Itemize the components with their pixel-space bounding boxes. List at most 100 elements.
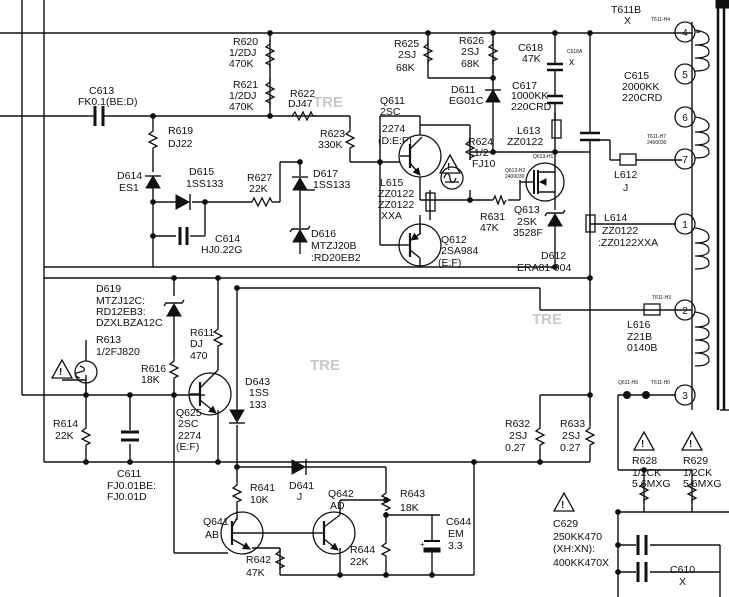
label-components-c618a-0: C618A bbox=[567, 49, 583, 55]
label-components-r626-2: 68K bbox=[461, 58, 480, 70]
label-components-r629-0: R629 bbox=[683, 455, 708, 467]
transistor-Q612 bbox=[398, 223, 442, 267]
resistor-R628 bbox=[638, 480, 650, 503]
label-components-r620-0: R620 bbox=[233, 36, 258, 48]
label-components-r623-1: 330K bbox=[318, 139, 343, 151]
svg-text:!: ! bbox=[447, 162, 450, 173]
diode-D619 bbox=[163, 299, 185, 317]
label-components-q611-2: 2274 bbox=[382, 123, 406, 135]
inductors bbox=[425, 119, 661, 316]
label-components-c611-2: FJ0.01D bbox=[107, 491, 147, 503]
label-components-r633-2: 0.27 bbox=[560, 442, 581, 454]
label-components-c615-1: 2000KK bbox=[622, 81, 659, 93]
label-components-r643-0: R643 bbox=[400, 488, 425, 500]
transistor-Q611 bbox=[398, 134, 442, 178]
transistor-Q642 bbox=[312, 511, 356, 555]
label-components-r644-1: 22K bbox=[350, 556, 369, 568]
label-components-r620-1: 1/2DJ bbox=[229, 47, 256, 59]
label-components-r625-1: 2SJ bbox=[398, 49, 416, 61]
resistor-R620 bbox=[264, 40, 276, 69]
label-components-l612-1: J bbox=[623, 182, 628, 194]
label-components-q625-2: 2274 bbox=[178, 430, 202, 442]
label-components-r625-0: R625 bbox=[394, 38, 419, 50]
transformer-winding-top bbox=[694, 29, 710, 72]
resistor-R631 bbox=[492, 194, 507, 206]
label-components-r629-2: 5.6MXG bbox=[683, 478, 722, 490]
watermark-2: TRE bbox=[532, 311, 562, 328]
inductor-L615 bbox=[425, 192, 436, 212]
transistor-Q625 bbox=[188, 369, 232, 416]
label-components-q612-2: (E:F) bbox=[438, 257, 461, 269]
capacitor-C617 bbox=[547, 94, 563, 112]
resistor-R642 bbox=[274, 548, 286, 570]
capacitor-C618 bbox=[547, 62, 563, 80]
diode-D612 bbox=[544, 209, 566, 227]
resistor-R611 bbox=[212, 326, 224, 348]
resistor-R614 bbox=[80, 425, 92, 448]
svg-text:+: + bbox=[420, 540, 425, 549]
diode-D616 bbox=[289, 225, 311, 243]
label-components-l613-0: L613 bbox=[517, 125, 541, 137]
label-components-r611-0: R611 bbox=[190, 327, 214, 339]
label-components-c611-1: FJ0.01BE: bbox=[107, 480, 156, 492]
resistor-R632 bbox=[534, 425, 546, 448]
label-components-c613-0: C613 bbox=[89, 85, 114, 97]
transformer-winding-bottom bbox=[694, 311, 710, 367]
labels: T611B X T611-H4 T611-H7 2400030 T611-H3 … bbox=[53, 4, 722, 588]
transformer-suffix: X bbox=[624, 15, 631, 27]
label-components-r631-1: 47K bbox=[480, 222, 499, 234]
label-components-r624-2: FJ10 bbox=[472, 158, 496, 170]
label-transformer-tag: T611-H4 bbox=[651, 17, 670, 23]
label-components-c611-0: C611 bbox=[117, 468, 141, 480]
label-components-d643-1: 1SS bbox=[249, 387, 269, 399]
label-components-r628-0: R628 bbox=[632, 455, 657, 467]
label-components-r633-0: R633 bbox=[560, 418, 585, 430]
label-components-r626-0: R626 bbox=[459, 35, 484, 47]
label-components-q613-0: Q613 bbox=[514, 204, 540, 216]
label-components-q612-1: 2SA984 bbox=[441, 245, 479, 257]
capacitor-C610 bbox=[636, 535, 648, 582]
transformer-pin-7: 7 bbox=[674, 148, 696, 170]
resistor-R627 bbox=[251, 196, 273, 208]
label-components-d611-0: D611 bbox=[451, 84, 475, 96]
label-components-r614-1: 22K bbox=[55, 430, 74, 442]
resistor-R643 bbox=[380, 490, 392, 511]
label-components-q625-1: 2SC bbox=[178, 418, 199, 430]
transformer: 4 5 6 7 1 2 3 bbox=[674, 0, 729, 410]
resistor-R626 bbox=[487, 40, 499, 64]
label-components-r624-1: 1/2 bbox=[474, 147, 489, 159]
label-components-r632-1: 2SJ bbox=[509, 430, 527, 442]
label-components-d619-1: MTZJ12C: bbox=[96, 295, 145, 307]
diode-D615 bbox=[175, 194, 191, 210]
inductor-L616 bbox=[643, 303, 661, 316]
label-components-c644-1: EM bbox=[448, 528, 464, 540]
resistor-R619 bbox=[147, 128, 159, 150]
warning-triangle-icon: ! bbox=[632, 430, 656, 451]
label-components-r631-0: R631 bbox=[480, 211, 505, 223]
diode-D641 bbox=[291, 459, 307, 475]
label-components-r622-0: R622 bbox=[290, 88, 315, 100]
label-components-l615-2: ZZ0122 bbox=[378, 199, 414, 211]
label-components-q612-0: Q612 bbox=[441, 234, 467, 246]
label-components-l615-0: L615 bbox=[380, 177, 404, 189]
resistor-R622 bbox=[288, 110, 317, 122]
transistor-Q613: Q613-H1 Q613-H2 2400030 bbox=[505, 154, 565, 202]
diode-D614 bbox=[145, 175, 161, 189]
label-components-q641-1: AB bbox=[205, 529, 219, 541]
capacitor-C644: + bbox=[420, 540, 441, 560]
resistors bbox=[80, 40, 698, 570]
label-components-d616-2: :RD20EB2 bbox=[311, 252, 361, 264]
label-components-c614-1: HJ0.22G bbox=[201, 244, 242, 256]
label-components-r611-2: 470 bbox=[190, 350, 208, 362]
label-components-r620-2: 470K bbox=[229, 58, 254, 70]
label-components-c610-0: C610 bbox=[670, 564, 695, 576]
label-components-r621-2: 470K bbox=[229, 101, 254, 113]
resistor-R625 bbox=[422, 40, 434, 64]
transistor-Q641 bbox=[220, 511, 264, 555]
label-components-r632-0: R632 bbox=[505, 418, 530, 430]
label-components-r613-0: R613 bbox=[96, 334, 121, 346]
resistor-R633 bbox=[584, 425, 596, 448]
label-components-d616-0: D616 bbox=[311, 228, 336, 240]
label-components-r616-0: R616 bbox=[141, 363, 166, 375]
resistor-R621 bbox=[264, 78, 276, 107]
